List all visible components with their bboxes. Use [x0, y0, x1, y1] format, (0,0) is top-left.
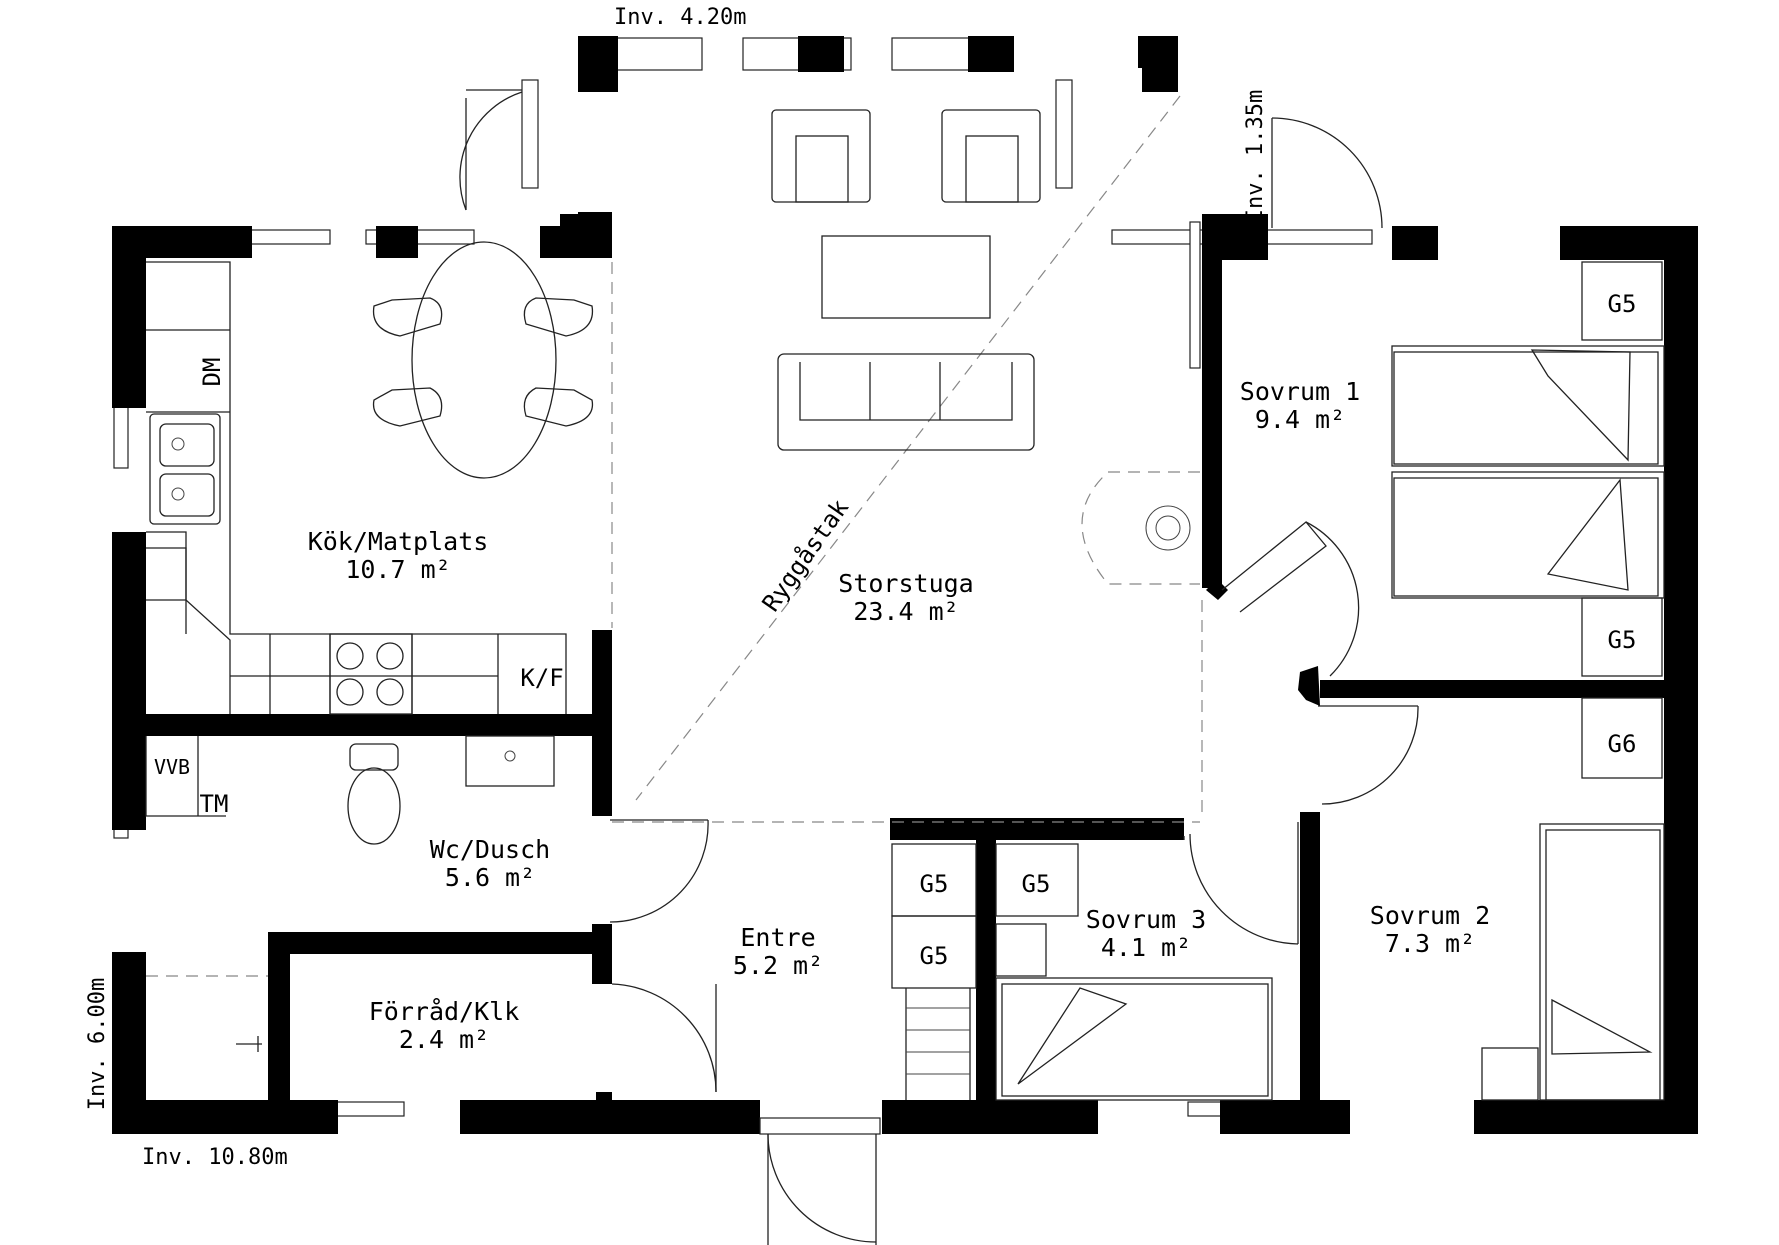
ridge-lines: [146, 95, 1203, 977]
label-tm: TM: [200, 790, 229, 818]
dim-top: Inv. 4.20m: [614, 5, 746, 30]
label-g5-bed3: G5: [1022, 870, 1051, 898]
label-g5-bed1-bottom: G5: [1608, 626, 1637, 654]
room-sovrum3-area: 4.1 m²: [1101, 933, 1191, 962]
label-g5-hall-top: G5: [920, 870, 949, 898]
room-kok-name: Kök/Matplats: [308, 527, 489, 556]
label-g5-bed1-top: G5: [1608, 290, 1637, 318]
room-wc-name: Wc/Dusch: [430, 835, 550, 864]
room-wc-area: 5.6 m²: [445, 863, 535, 892]
label-dm: DM: [198, 358, 226, 387]
furniture: [145, 109, 1665, 1101]
room-labels: Kök/Matplats 10.7 m² Storstuga 23.4 m² S…: [308, 377, 1491, 1054]
room-sovrum2-name: Sovrum 2: [1370, 901, 1490, 930]
room-forrad-area: 2.4 m²: [399, 1025, 489, 1054]
room-storstuga-name: Storstuga: [838, 569, 973, 598]
room-storstuga-area: 23.4 m²: [853, 597, 958, 626]
room-entre-name: Entre: [740, 923, 815, 952]
label-g6-bed2: G6: [1608, 730, 1637, 758]
label-kf: K/F: [520, 664, 563, 692]
annotations: Ryggåstak Inv. 4.20m Inv. 1.35m Inv. 6.0…: [85, 5, 1268, 1170]
room-entre-area: 5.2 m²: [733, 951, 823, 980]
label-vvb: VVB: [154, 755, 190, 779]
label-g5-hall-bottom: G5: [920, 942, 949, 970]
room-sovrum2-area: 7.3 m²: [1385, 929, 1475, 958]
room-kok-area: 10.7 m²: [345, 555, 450, 584]
room-sovrum1-name: Sovrum 1: [1240, 377, 1360, 406]
dim-bottom: Inv. 10.80m: [142, 1145, 288, 1170]
room-sovrum1-area: 9.4 m²: [1255, 405, 1345, 434]
doors: [459, 89, 1419, 1245]
dim-left: Inv. 6.00m: [85, 978, 110, 1110]
ridge-label: Ryggåstak: [756, 493, 855, 617]
room-sovrum3-name: Sovrum 3: [1086, 905, 1206, 934]
walls: [112, 36, 1698, 1134]
fixture-labels: DM K/F VVB TM G5 G5 G6 G5 G5 G5: [154, 290, 1637, 970]
room-forrad-name: Förråd/Klk: [369, 997, 520, 1026]
dim-right-bay: Inv. 1.35m: [1243, 90, 1268, 222]
